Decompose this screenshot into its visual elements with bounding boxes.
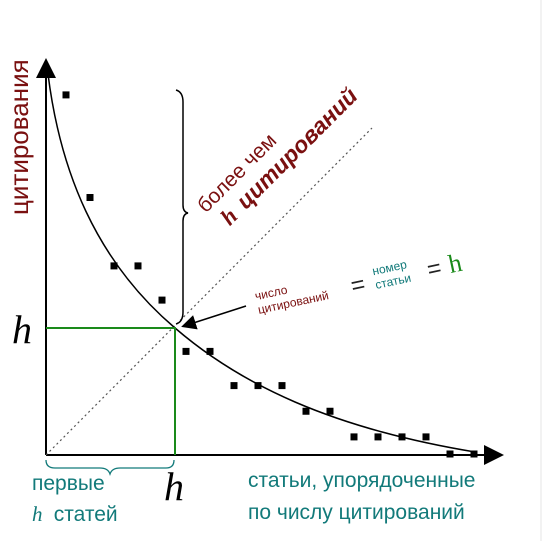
eq-citations-line1: число bbox=[254, 283, 289, 304]
data-point bbox=[86, 194, 94, 201]
data-point bbox=[470, 450, 478, 458]
data-point bbox=[398, 433, 406, 441]
data-point bbox=[278, 382, 286, 390]
equation: число цитирований = номер статьи = h bbox=[254, 248, 465, 317]
h-left-label: h bbox=[12, 307, 32, 352]
data-point bbox=[110, 262, 118, 270]
data-point bbox=[182, 347, 190, 355]
data-point bbox=[206, 347, 214, 355]
citations-brace bbox=[175, 89, 189, 325]
data-point bbox=[422, 433, 430, 441]
h-bottom-label: h bbox=[164, 464, 184, 509]
data-point bbox=[350, 433, 358, 441]
data-point bbox=[62, 91, 70, 99]
y-axis-label: цитирования bbox=[4, 59, 34, 215]
data-point bbox=[446, 450, 454, 458]
data-point bbox=[254, 382, 262, 390]
brace-label: более чем h цитирований bbox=[193, 82, 362, 230]
data-points bbox=[62, 91, 478, 458]
data-point bbox=[158, 296, 166, 304]
first-h-line1: первые bbox=[32, 472, 105, 495]
data-point bbox=[230, 382, 238, 390]
data-point bbox=[374, 433, 382, 441]
eq-h: h bbox=[446, 248, 465, 279]
eq-equals-2: = bbox=[425, 254, 444, 283]
first-h-line2: h статей bbox=[32, 502, 118, 526]
data-point bbox=[302, 407, 310, 415]
eq-equals-1: = bbox=[348, 270, 367, 299]
diagonal-line bbox=[45, 127, 373, 456]
x-axis-label-line2: по числу цитирований bbox=[248, 501, 465, 524]
h-box bbox=[46, 327, 176, 455]
first-h-brace bbox=[45, 459, 175, 477]
pointer-arrow bbox=[181, 305, 247, 330]
data-point bbox=[134, 262, 142, 270]
data-point bbox=[326, 407, 334, 415]
x-axis-label-line1: статьи, упорядоченные bbox=[248, 469, 475, 492]
